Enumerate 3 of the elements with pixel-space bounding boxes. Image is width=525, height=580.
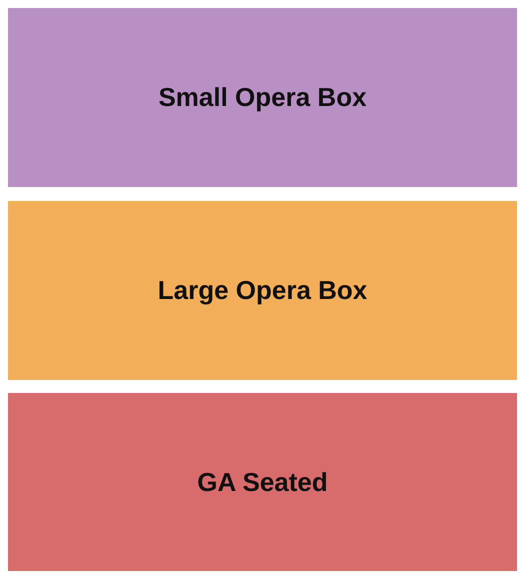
seating-section: GA Seated	[8, 393, 517, 571]
seating-section: Small Opera Box	[8, 8, 517, 187]
seating-section: Large Opera Box	[8, 201, 517, 380]
